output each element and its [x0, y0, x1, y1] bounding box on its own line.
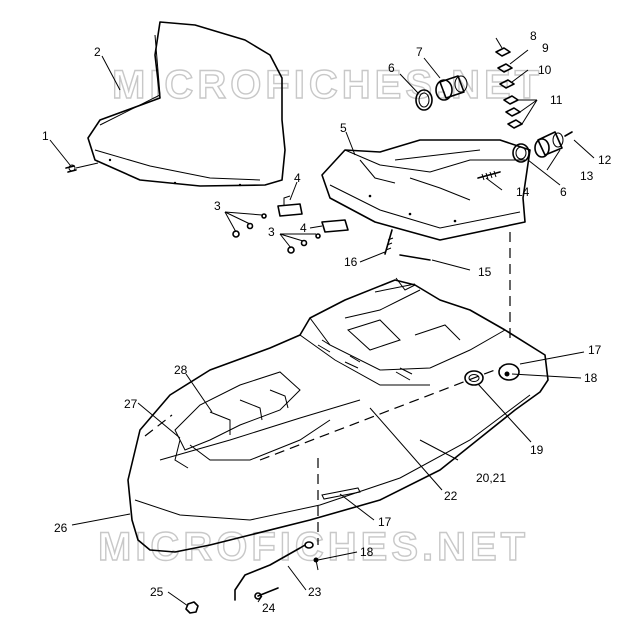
hood-top-cover: [321, 139, 531, 241]
nut-25: [185, 601, 199, 614]
callout-14: 14: [516, 185, 530, 199]
callout-labels: 1 2 3 3 4 4 5 6 6 7 8 9 10 11 12 13 14 1…: [42, 29, 612, 615]
cable-23: [234, 541, 314, 601]
watermark-bottom: MICROFICHES.NET: [98, 525, 529, 569]
callout-19: 19: [530, 443, 544, 457]
callout-7: 7: [416, 45, 423, 59]
callout-3a: 3: [214, 199, 221, 213]
callout-5: 5: [340, 121, 347, 135]
callout-16: 16: [344, 255, 358, 269]
screw-1: [65, 162, 99, 173]
callout-28: 28: [174, 363, 188, 377]
callout-26: 26: [54, 521, 68, 535]
callout-11: 11: [550, 93, 563, 107]
callout-4b: 4: [300, 221, 307, 235]
callout-17-upper: 17: [588, 343, 602, 357]
watermark-top: MICROFICHES.NET: [112, 63, 543, 107]
callout-2: 2: [94, 45, 101, 59]
screw-24: [254, 587, 279, 600]
gauge-ring-right: [512, 143, 530, 163]
screw-14: [477, 170, 501, 181]
callout-22: 22: [444, 489, 458, 503]
cable-16: [384, 229, 394, 255]
callout-15: 15: [478, 265, 492, 279]
callout-20-21: 20,21: [476, 471, 506, 485]
callout-8: 8: [530, 29, 537, 43]
cockpit-well: [174, 371, 331, 469]
assembly-centerlines: [144, 232, 511, 545]
callout-6b: 6: [560, 185, 567, 199]
rod-15: [399, 254, 431, 261]
callout-3b: 3: [268, 225, 275, 239]
callout-25: 25: [150, 585, 164, 599]
gauge-ring-left: [415, 89, 433, 111]
bracket-4-upper: [277, 195, 303, 217]
windshield: [87, 21, 286, 187]
callout-10: 10: [538, 63, 552, 77]
callout-6a: 6: [388, 61, 395, 75]
callout-17-lower: 17: [378, 515, 392, 529]
callout-4a: 4: [294, 171, 301, 185]
speedometer-gauge: [435, 75, 468, 101]
callout-12: 12: [598, 153, 612, 167]
strip-17-lower: [321, 487, 361, 500]
fastener-18-upper: [498, 363, 520, 381]
callout-13: 13: [580, 169, 594, 183]
tachometer-gauge: [534, 131, 564, 158]
callout-24: 24: [262, 601, 276, 615]
fastener-18-lower: [313, 557, 319, 571]
hood-body: [127, 277, 549, 553]
emblem-19: [464, 370, 484, 386]
leader-lines: [49, 37, 595, 607]
callout-18-lower: 18: [360, 545, 374, 559]
callout-23: 23: [308, 585, 322, 599]
callout-18-upper: 18: [584, 371, 598, 385]
callout-27: 27: [124, 397, 138, 411]
bulb-12: [564, 131, 573, 137]
console-panel: [317, 319, 461, 381]
callout-1: 1: [42, 129, 49, 143]
callout-9: 9: [542, 41, 549, 55]
bracket-4-lower: [321, 219, 349, 233]
